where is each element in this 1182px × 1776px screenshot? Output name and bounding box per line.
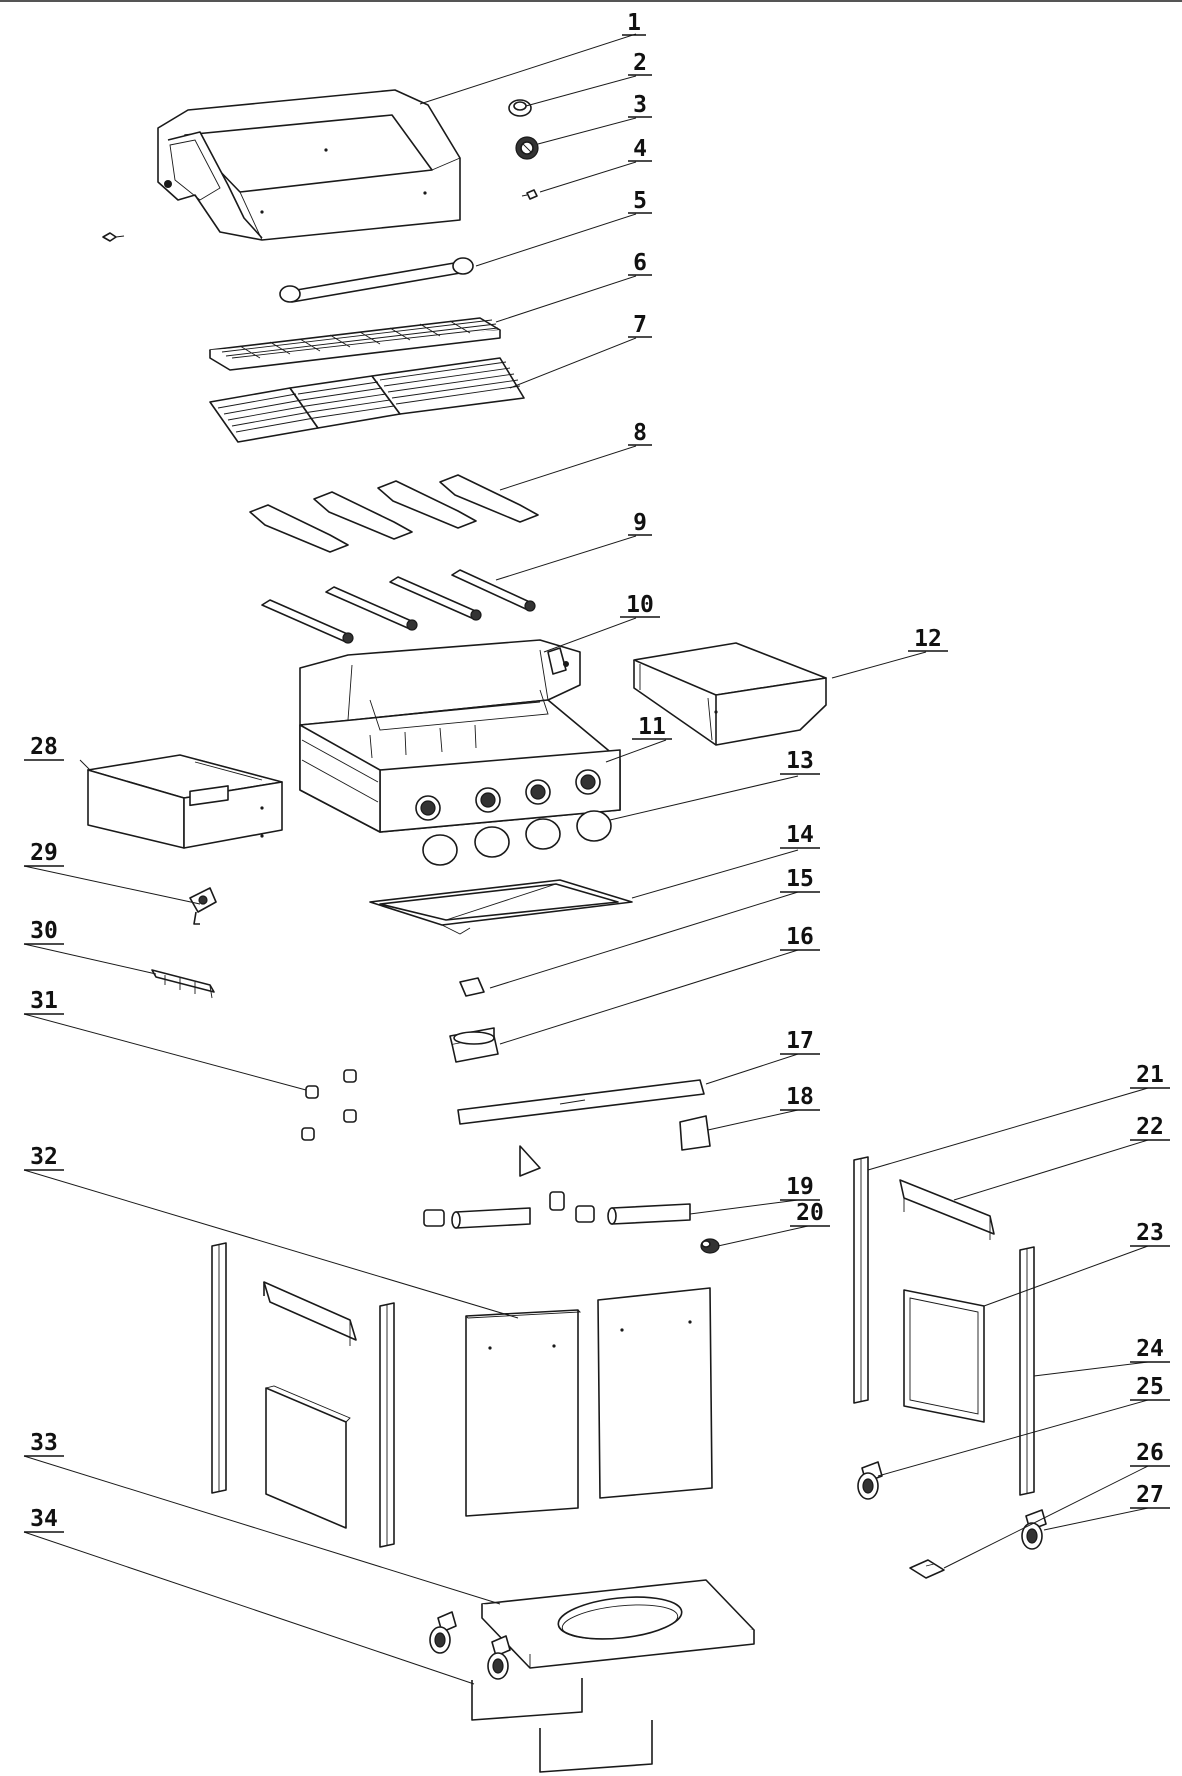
part-right-post-rear [1019, 1246, 1035, 1496]
part-right-post-front [853, 1156, 869, 1404]
part-grease-tray [369, 879, 633, 935]
part-fittings [301, 1069, 357, 1141]
callout-21: 21 [1136, 1062, 1164, 1088]
part-valve [189, 887, 217, 925]
part-cooking-grates [209, 357, 525, 443]
part-side-shelf-right [633, 642, 827, 746]
part-casters-right [857, 1461, 1047, 1550]
callout-25: 25 [1136, 1374, 1164, 1400]
callout-22: 22 [1136, 1114, 1164, 1140]
callout-31: 31 [30, 988, 58, 1014]
callout-19: 19 [786, 1174, 814, 1200]
part-firebox [299, 639, 621, 833]
part-left-crossbar [263, 1281, 357, 1346]
callout-labels: 1 2 3 4 5 6 7 8 9 10 11 12 13 14 15 16 1… [24, 10, 1170, 1533]
part-bezel [508, 99, 532, 117]
part-right-side-panel [903, 1289, 985, 1423]
part-manifold [151, 969, 215, 999]
part-doors [465, 1287, 713, 1517]
callout-17: 17 [786, 1028, 814, 1054]
part-warming-rack [209, 317, 501, 371]
callout-16: 16 [786, 924, 814, 950]
part-left-side-panel [265, 1385, 351, 1529]
callout-32: 32 [30, 1144, 58, 1170]
part-control-knobs [415, 769, 612, 866]
callout-27: 27 [1136, 1482, 1164, 1508]
part-left-post-front [379, 1302, 395, 1548]
callout-10: 10 [626, 592, 654, 618]
callout-5: 5 [633, 188, 647, 214]
part-lid [157, 89, 461, 241]
part-bottom-base [481, 1579, 755, 1669]
part-brackets [519, 1115, 711, 1177]
callout-29: 29 [30, 840, 58, 866]
part-left-post-rear [211, 1242, 227, 1494]
part-pin [521, 189, 538, 200]
callout-30: 30 [30, 918, 58, 944]
leader-lines [23, 33, 1149, 1685]
part-flame-tamers [249, 474, 539, 553]
part-side-burner-box [87, 754, 283, 849]
callout-1: 1 [627, 10, 641, 36]
callout-28: 28 [30, 734, 58, 760]
callout-20: 20 [796, 1200, 824, 1226]
part-casters-left [429, 1611, 511, 1680]
part-handle [279, 257, 474, 303]
callout-11: 11 [638, 714, 666, 740]
callout-13: 13 [786, 748, 814, 774]
callout-14: 14 [786, 822, 814, 848]
callout-33: 33 [30, 1430, 58, 1456]
callout-2: 2 [633, 50, 647, 76]
callout-12: 12 [914, 626, 942, 652]
callout-24: 24 [1136, 1336, 1164, 1362]
part-right-crossbar [899, 1179, 995, 1240]
callout-26: 26 [1136, 1440, 1164, 1466]
callout-9: 9 [633, 510, 647, 536]
part-drip-cup-holder [459, 977, 485, 997]
part-burners [261, 569, 536, 644]
callout-23: 23 [1136, 1220, 1164, 1246]
part-tubes [423, 1191, 691, 1229]
part-tank-hook [909, 1559, 945, 1579]
callout-18: 18 [786, 1084, 814, 1110]
callout-6: 6 [633, 250, 647, 276]
callout-8: 8 [633, 420, 647, 446]
part-tank-holder [471, 1678, 653, 1773]
part-front-crossbar [457, 1079, 705, 1125]
part-thermometer [515, 136, 539, 160]
callout-4: 4 [633, 136, 647, 162]
callout-34: 34 [30, 1506, 58, 1532]
callout-3: 3 [633, 92, 647, 118]
callout-15: 15 [786, 866, 814, 892]
part-screw [102, 232, 125, 242]
callout-7: 7 [633, 312, 647, 338]
part-igniter-knob [700, 1238, 720, 1254]
part-drip-cup [449, 1027, 499, 1063]
